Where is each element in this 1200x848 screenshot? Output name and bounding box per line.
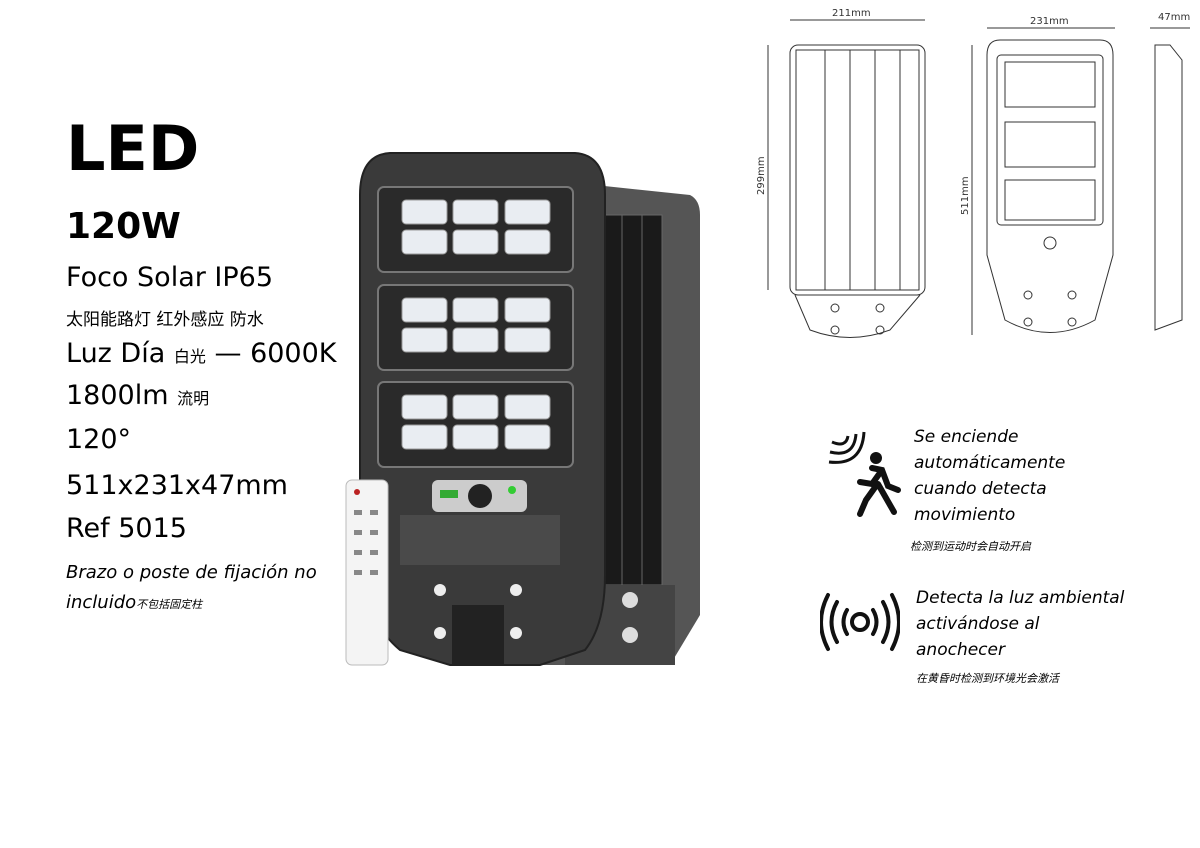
spec-angle: 120° (66, 424, 132, 455)
technical-drawing: 211mm 299mm 231mm 511mm 47mm (756, 8, 1190, 338)
feature-motion-line: Se enciende (914, 427, 1019, 447)
note-line1: Brazo o poste de fijación no (66, 562, 317, 583)
dim-front-height: 299mm (756, 156, 767, 195)
dim-depth: 47mm (1158, 12, 1190, 23)
feature-light-line: Detecta la luz ambiental (916, 588, 1125, 608)
feature-light-line: activándose al (916, 614, 1040, 634)
lumens-cn: 流明 (177, 389, 210, 408)
feature-motion-line: cuando detecta (914, 479, 1047, 499)
spec-lumens: 1800lm 流明 (66, 380, 209, 411)
motion-sensor-icon (828, 431, 901, 517)
product-title: LED (66, 112, 200, 185)
spec-type-cn: 太阳能路灯 红外感应 防水 (66, 310, 264, 330)
dim-front-width: 211mm (832, 8, 871, 19)
feature-motion-line: automáticamente (914, 453, 1066, 473)
spec-size: 511x231x47mm (66, 470, 288, 501)
dim-back-height: 511mm (960, 176, 971, 215)
color-temp: — 6000K (214, 338, 337, 369)
light-label: Luz Día (66, 338, 166, 369)
note-cn: 不包括固定柱 (136, 598, 203, 611)
street-light-image (345, 152, 700, 666)
lumens: 1800lm (66, 380, 169, 411)
feature-motion-line: movimiento (914, 505, 1016, 525)
note-line2: incluido (66, 592, 137, 613)
feature-motion-cn: 检测到运动时会自动开启 (910, 540, 1031, 553)
spec-type: Foco Solar IP65 (66, 262, 274, 293)
spec-ref: Ref 5015 (66, 513, 187, 544)
dim-back-width: 231mm (1030, 16, 1069, 27)
feature-light-line: anochecer (916, 640, 1005, 660)
light-sensor-icon (820, 593, 900, 651)
light-cn: 白光 (173, 347, 206, 366)
power-rating: 120W (66, 206, 181, 247)
spec-light: Luz Día 白光 — 6000K (66, 338, 337, 369)
feature-light-cn: 在黄昏时检测到环境光会激活 (916, 672, 1059, 685)
